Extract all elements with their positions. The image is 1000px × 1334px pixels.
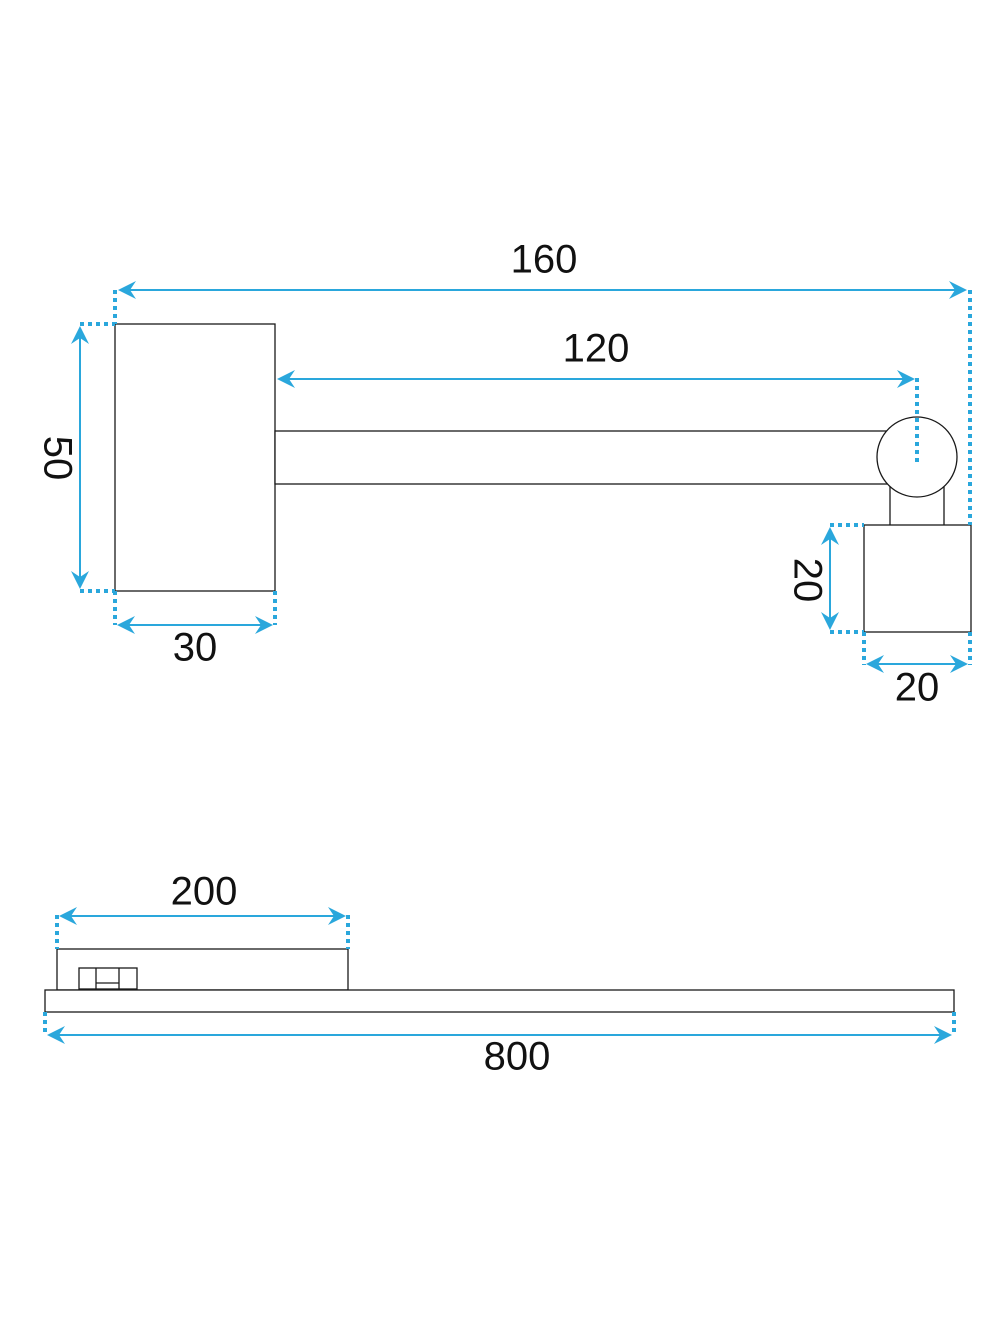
dimension-arm-length: 120: [277, 327, 919, 462]
dim-label-head-height: 20: [785, 558, 829, 603]
switch-icon: [78, 967, 138, 990]
dim-label-base-length: 200: [171, 870, 238, 914]
arm-bar: [274, 430, 893, 485]
arrow-bottom: [821, 612, 839, 630]
dimension-overall-width: 160: [113, 238, 972, 525]
dimension-total-length: 800: [43, 1012, 956, 1079]
dim-label-head-width: 20: [895, 666, 940, 710]
dim-label-arm-length: 120: [563, 327, 630, 371]
joint-ball: [876, 416, 958, 498]
arrow-left: [866, 655, 884, 673]
arrow-right: [328, 907, 346, 925]
arrow-right: [949, 281, 967, 299]
dimension-base-height: 50: [35, 322, 115, 593]
arrow-left: [47, 1026, 65, 1044]
arrow-top: [71, 326, 89, 344]
top-view: [44, 948, 955, 1013]
side-view: [114, 323, 972, 633]
dim-label-base-height: 50: [35, 436, 79, 481]
arrow-left: [117, 616, 135, 634]
arrow-right: [934, 1026, 952, 1044]
arrow-right: [950, 655, 968, 673]
lamp-head-block: [863, 524, 972, 633]
arrow-right: [897, 370, 915, 388]
arrow-right: [255, 616, 273, 634]
dimension-head-height: 20: [785, 523, 864, 634]
dimension-base-width: 30: [113, 591, 277, 670]
arrow-left: [277, 370, 295, 388]
dim-label-overall-width: 160: [511, 238, 578, 282]
arrow-top: [821, 527, 839, 545]
dim-label-total-length: 800: [484, 1035, 551, 1079]
dim-label-base-width: 30: [173, 626, 218, 670]
arrow-bottom: [71, 571, 89, 589]
top-bar: [44, 989, 955, 1013]
wall-base-block: [114, 323, 276, 592]
arrow-left: [59, 907, 77, 925]
dimension-base-length: 200: [55, 870, 350, 949]
dimension-head-width: 20: [862, 632, 972, 710]
arrow-left: [118, 281, 136, 299]
